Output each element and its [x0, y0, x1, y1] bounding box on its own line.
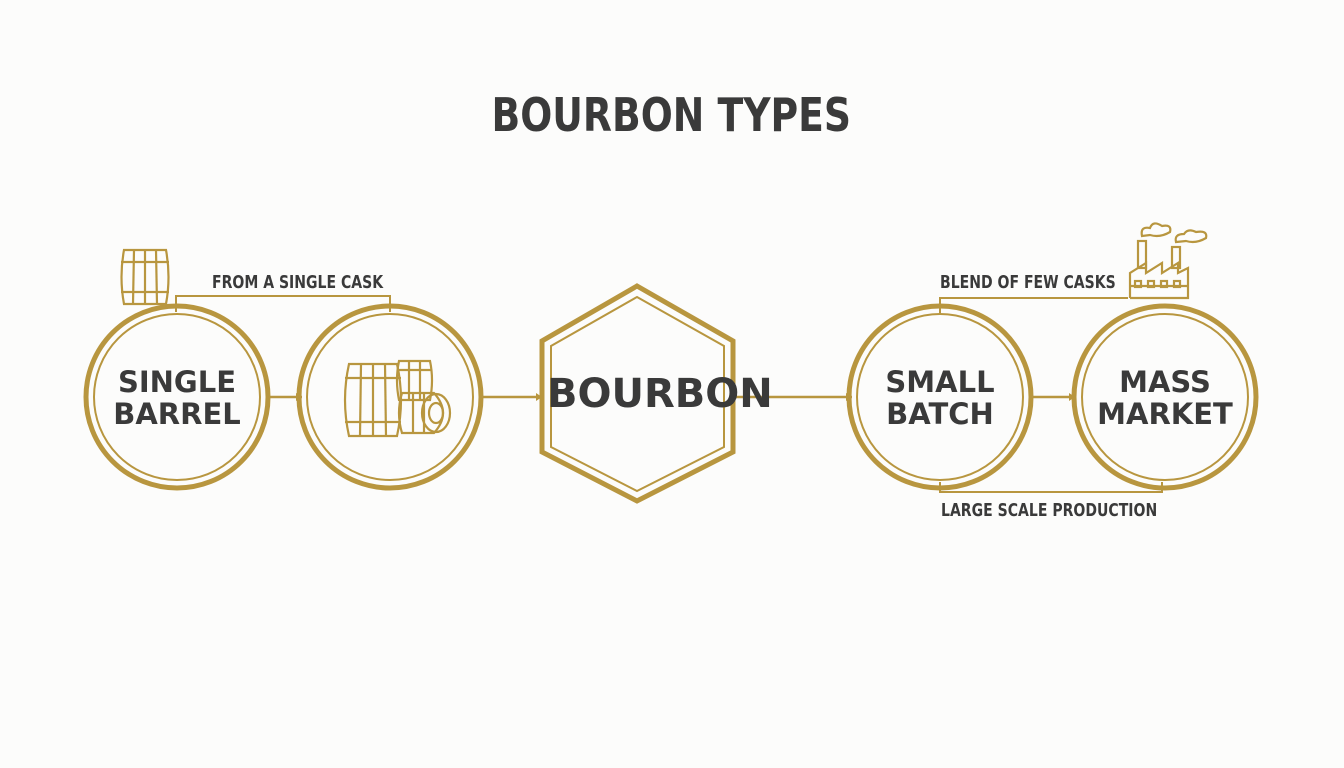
node-small-batch-ring	[846, 303, 1034, 491]
mass-market-line1: MASS	[1119, 365, 1211, 399]
page-title: BOURBON TYPES	[491, 88, 852, 142]
barrel-icon	[120, 248, 170, 306]
annotation-few-casks: BLEND OF FEW CASKS	[940, 272, 1116, 293]
node-single-barrel-label: SINGLE BARREL	[97, 366, 257, 431]
node-bourbon-label: BOURBON	[547, 371, 773, 417]
small-batch-line1: SMALL	[885, 365, 995, 399]
mass-market-line2: MARKET	[1097, 397, 1233, 432]
node-single-barrel-ring	[83, 303, 271, 491]
factory-icon	[1128, 222, 1208, 300]
single-barrel-line1: SINGLE	[117, 365, 237, 399]
annotation-single-cask: FROM A SINGLE CASK	[212, 272, 384, 293]
bourbon-label: BOURBON	[547, 371, 773, 417]
node-barrel-stack-ring	[296, 303, 484, 491]
single-barrel-line2: BARREL	[113, 397, 241, 432]
small-batch-line2: BATCH	[886, 397, 994, 432]
annotation-large-scale: LARGE SCALE PRODUCTION	[941, 500, 1158, 521]
barrels-icon	[343, 359, 452, 438]
node-mass-market-label: MASS MARKET	[1085, 366, 1245, 431]
node-mass-market-ring	[1071, 303, 1259, 491]
node-bourbon-hexagon	[539, 283, 736, 504]
node-small-batch-label: SMALL BATCH	[860, 366, 1020, 431]
